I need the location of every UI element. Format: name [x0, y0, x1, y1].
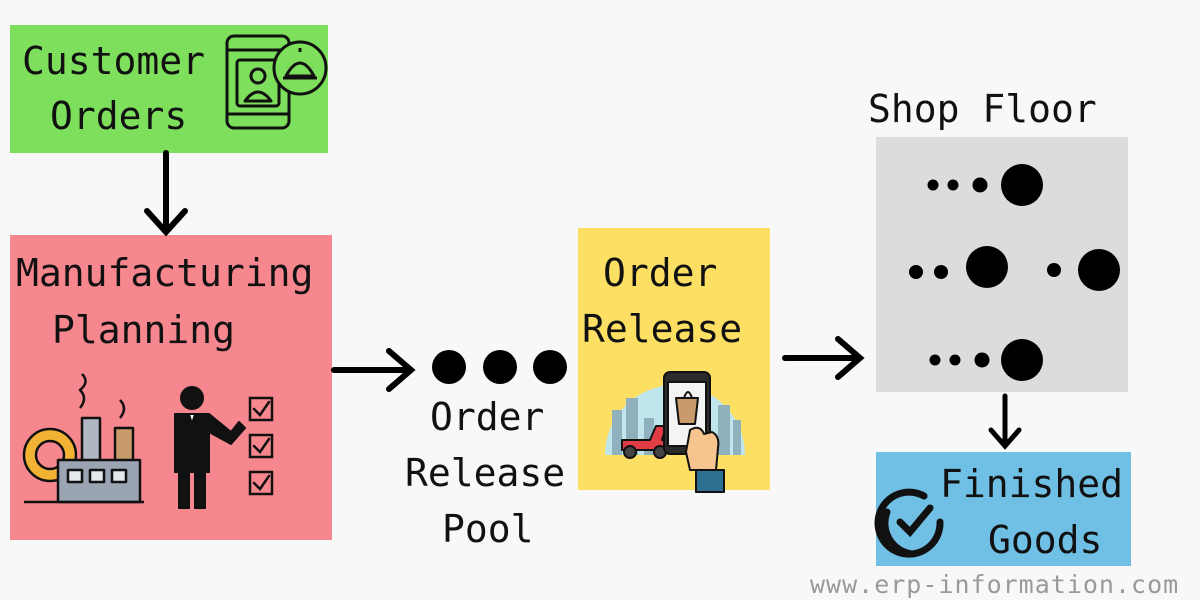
- order-release-pool-dots: [432, 350, 567, 384]
- order-release-pool-label-line2: Release: [405, 451, 566, 495]
- customer-orders-box: [10, 25, 328, 153]
- customer-orders-label-line2: Orders: [50, 94, 188, 138]
- checklist-icon: [248, 396, 274, 496]
- phone-order-icon: [225, 34, 328, 130]
- order-release-pool-label-line1: Order: [430, 395, 545, 439]
- shop-floor-queues: [909, 164, 1120, 381]
- queue-row-3: [929, 339, 1043, 381]
- order-release-label-line2: Release: [582, 307, 743, 351]
- finished-goods-label-line1: Finished: [940, 462, 1124, 506]
- check-circle-icon: [874, 488, 944, 558]
- delivery-app-icon: [605, 371, 745, 493]
- queue-row-2: [909, 246, 1120, 291]
- manufacturing-planning-label-line2: Planning: [52, 308, 236, 352]
- arrow-right-to-shop-floor: [782, 336, 865, 380]
- finished-goods-label-line2: Goods: [988, 518, 1103, 562]
- arrow-right-to-pool: [331, 348, 416, 392]
- manufacturing-planning-label-line1: Manufacturing: [16, 251, 314, 295]
- order-release-label-line1: Order: [603, 251, 718, 295]
- queue-row-1: [927, 164, 1043, 206]
- factory-icon: [22, 373, 144, 504]
- finished-goods-box: [876, 452, 1131, 566]
- presenter-icon: [174, 386, 246, 509]
- order-release-pool-label-line3: Pool: [442, 507, 534, 551]
- customer-orders-label-line1: Customer: [22, 39, 206, 83]
- arrow-down-to-finished-goods: [988, 393, 1022, 450]
- watermark: www.erp-information.com: [810, 570, 1180, 599]
- arrow-down-to-planning: [144, 150, 188, 237]
- shop-floor-title: Shop Floor: [868, 87, 1097, 131]
